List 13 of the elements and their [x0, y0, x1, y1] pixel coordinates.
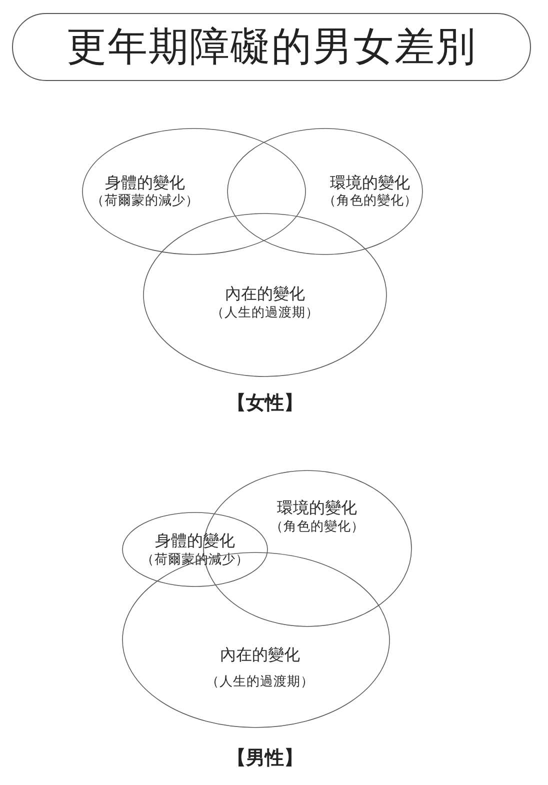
venn-label: 身體的變化 [105, 174, 185, 192]
venn-label: 環境的變化 [277, 498, 357, 518]
venn-label: 內在的變化 [225, 284, 305, 304]
venn-sublabel: （角色的變化） [322, 194, 418, 210]
venn-label: 環境的變化 [330, 174, 410, 192]
venn-sublabel: （人生的過渡期） [211, 306, 319, 322]
venn-sublabel: （角色的變化） [270, 520, 364, 536]
diagram-title: 更年期障礙的男女差別 [66, 25, 476, 69]
venn-sublabel: （人生的過渡期） [206, 676, 314, 690]
group-caption: 【男性】 [227, 748, 303, 770]
venn-label: 內在的變化 [220, 646, 300, 664]
venn-sublabel: （荷爾蒙的減少） [91, 194, 199, 210]
group-caption: 【女性】 [227, 393, 303, 415]
